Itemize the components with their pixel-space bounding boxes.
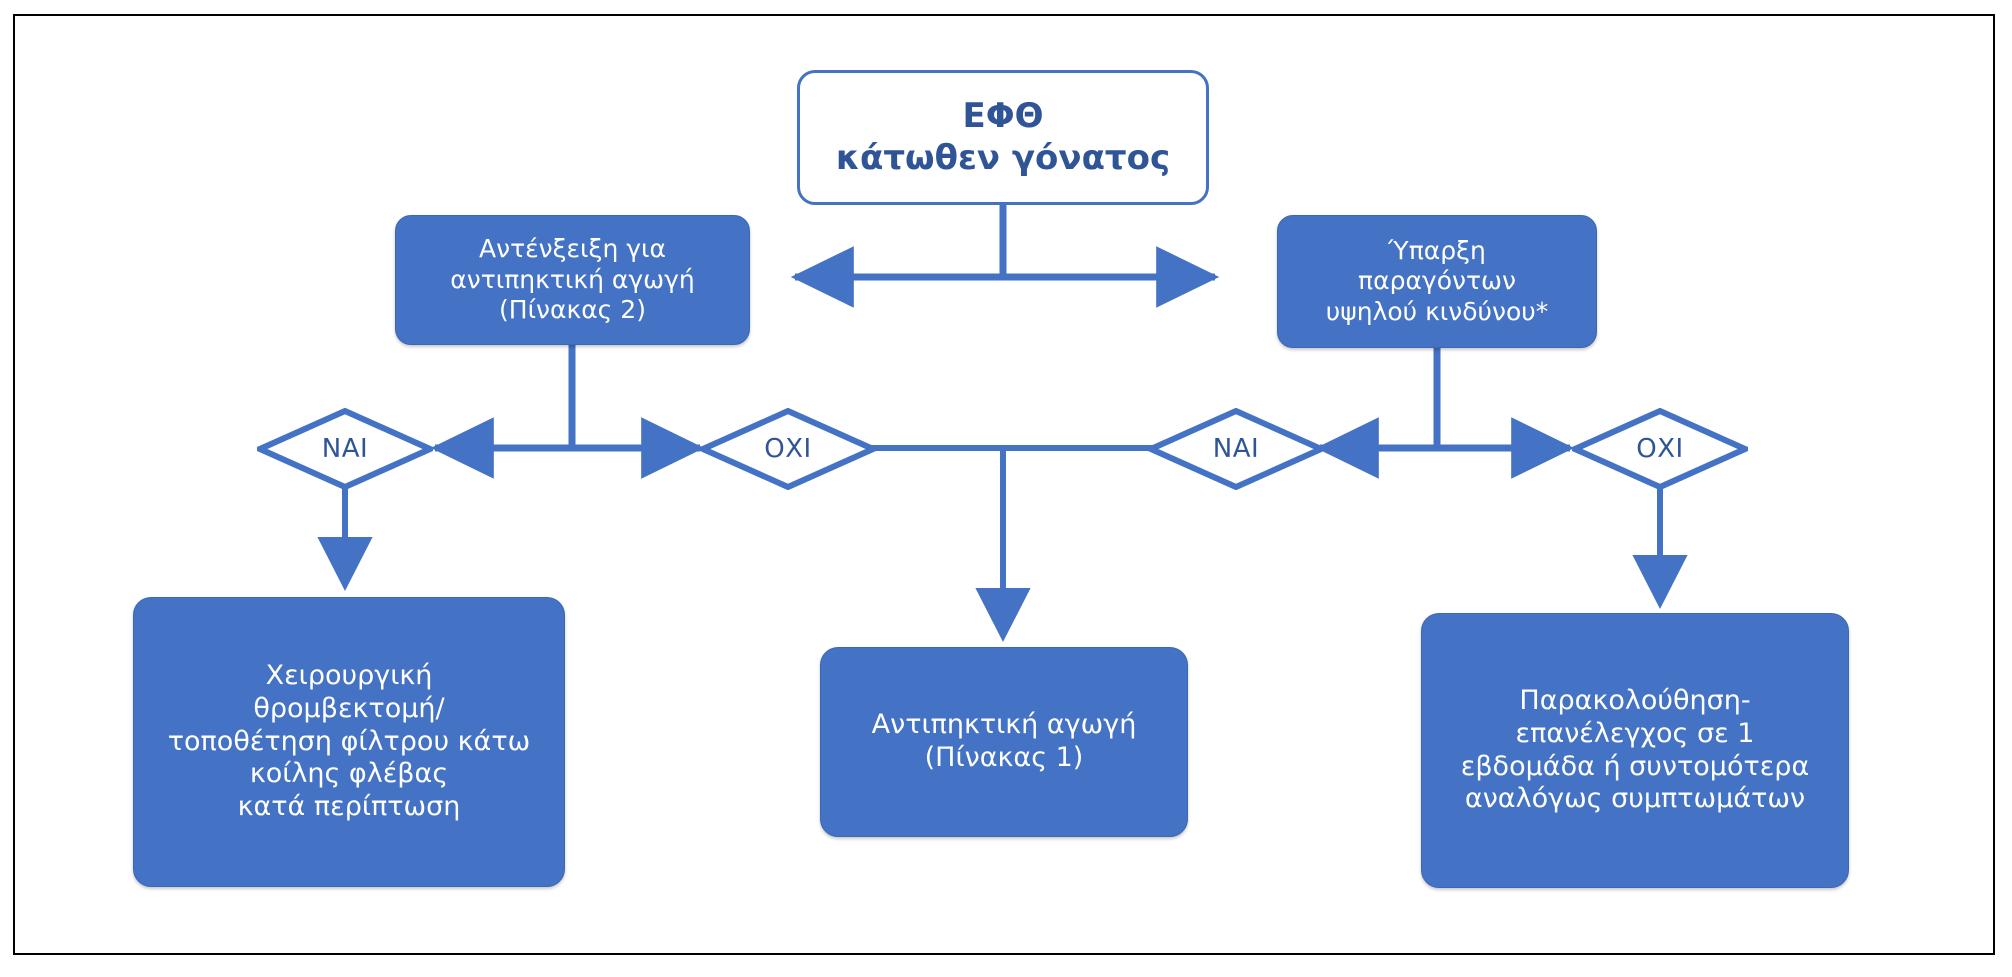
decision-right-no[interactable]: ΟΧΙ [1572, 408, 1748, 490]
diamond-shape-icon [700, 408, 876, 490]
branch-left-line2: αντιπηκτική αγωγή [450, 264, 695, 294]
node-root-line1: ΕΦΘ [962, 96, 1044, 137]
outcome-right-line3: εβδομάδα ή συντομότερα [1460, 750, 1810, 782]
outcome-right-line1: Παρακολούθηση- [1519, 684, 1751, 716]
node-branch-right-riskfactors[interactable]: Ύπαρξη παραγόντων υψηλού κινδύνου* [1277, 215, 1597, 348]
outcome-left-line3: τοποθέτηση φίλτρου κάτω [167, 725, 531, 757]
diamond-shape-icon [1148, 408, 1324, 490]
node-outcome-surgical-thrombectomy[interactable]: Χειρουργική θρομβεκτομή/ τοποθέτηση φίλτ… [133, 597, 565, 887]
outcome-left-line1: Χειρουργική [265, 659, 433, 691]
diamond-shape-icon [1572, 408, 1748, 490]
branch-right-line1: Ύπαρξη [1388, 235, 1486, 265]
outcome-right-line2: επανέλεγχος σε 1 [1515, 717, 1755, 749]
node-branch-left-contraindication[interactable]: Αντένξειξη για αντιπηκτική αγωγή (Πίνακα… [395, 215, 750, 345]
branch-left-line1: Αντένξειξη για [479, 234, 666, 264]
outcome-right-line4: αναλόγως συμπτωμάτων [1464, 783, 1806, 815]
node-root-line2: κάτωθεν γόνατος [835, 137, 1171, 178]
branch-left-line3: (Πίνακας 2) [499, 295, 646, 325]
outcome-center-line2: (Πίνακας 1) [924, 742, 1084, 773]
branch-right-line3: υψηλού κινδύνου* [1325, 296, 1549, 326]
outcome-left-line4: κοίλης φλέβας [249, 758, 449, 790]
decision-left-no[interactable]: ΟΧΙ [700, 408, 876, 490]
decision-right-no-label: ΟΧΙ [1636, 434, 1684, 464]
decision-right-yes-label: ΝΑΙ [1212, 434, 1260, 464]
outcome-center-line1: Αντιπηκτική αγωγή [871, 709, 1137, 741]
decision-left-yes[interactable]: ΝΑΙ [257, 408, 433, 490]
outcome-left-line2: θρομβεκτομή/ [253, 692, 445, 724]
node-outcome-anticoagulation[interactable]: Αντιπηκτική αγωγή (Πίνακας 1) [820, 647, 1188, 837]
branch-right-line2: παραγόντων [1358, 266, 1516, 296]
diamond-shape-icon [257, 408, 433, 490]
node-outcome-followup[interactable]: Παρακολούθηση- επανέλεγχος σε 1 εβδομάδα… [1421, 613, 1849, 888]
decision-right-yes[interactable]: ΝΑΙ [1148, 408, 1324, 490]
decision-left-no-label: ΟΧΙ [764, 434, 812, 464]
decision-left-yes-label: ΝΑΙ [321, 434, 369, 464]
node-root-efth[interactable]: ΕΦΘ κάτωθεν γόνατος [797, 70, 1209, 205]
outcome-left-line5: κατά περίπτωση [237, 791, 461, 823]
